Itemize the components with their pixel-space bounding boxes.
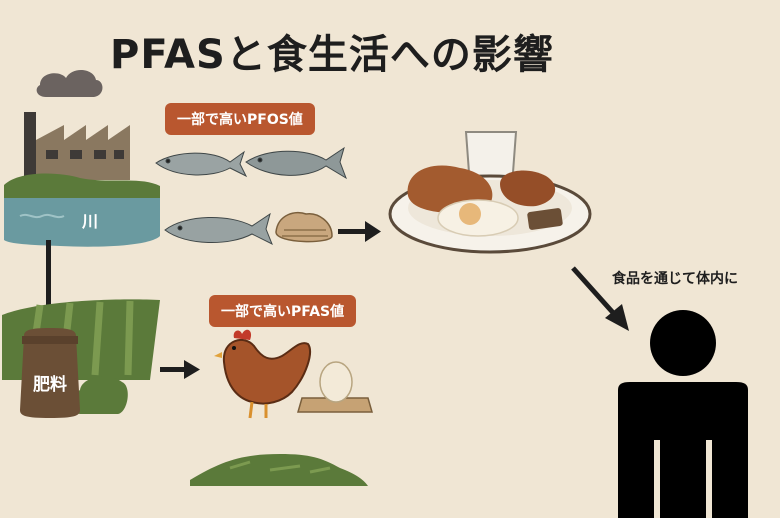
pfas-badge: 一部で高いPFAS値 bbox=[209, 295, 357, 327]
chicken-icon bbox=[214, 329, 311, 419]
arrow-right-fish bbox=[338, 221, 381, 242]
fish-icon bbox=[155, 150, 248, 178]
hill-icon bbox=[190, 454, 368, 486]
fish-icon bbox=[245, 146, 347, 180]
arrow-diagonal bbox=[571, 266, 629, 331]
river-label: 川 bbox=[82, 212, 99, 231]
fish-icon bbox=[164, 212, 273, 246]
meal-plate-icon bbox=[388, 165, 592, 254]
clam-icon bbox=[275, 211, 333, 243]
intake-caption: 食品を通じて体内に bbox=[612, 271, 738, 287]
fertilizer-label: 肥料 bbox=[33, 375, 67, 395]
river-icon bbox=[4, 173, 160, 247]
pfos-badge: 一部で高いPFOS値 bbox=[165, 103, 315, 135]
fertilizer-bag-icon bbox=[20, 328, 80, 418]
egg-icon bbox=[297, 361, 373, 413]
arrow-right-field bbox=[160, 360, 200, 379]
factory-icon bbox=[24, 69, 130, 180]
person-icon bbox=[618, 310, 748, 518]
page-title: PFASと食生活への影響 bbox=[110, 32, 554, 78]
